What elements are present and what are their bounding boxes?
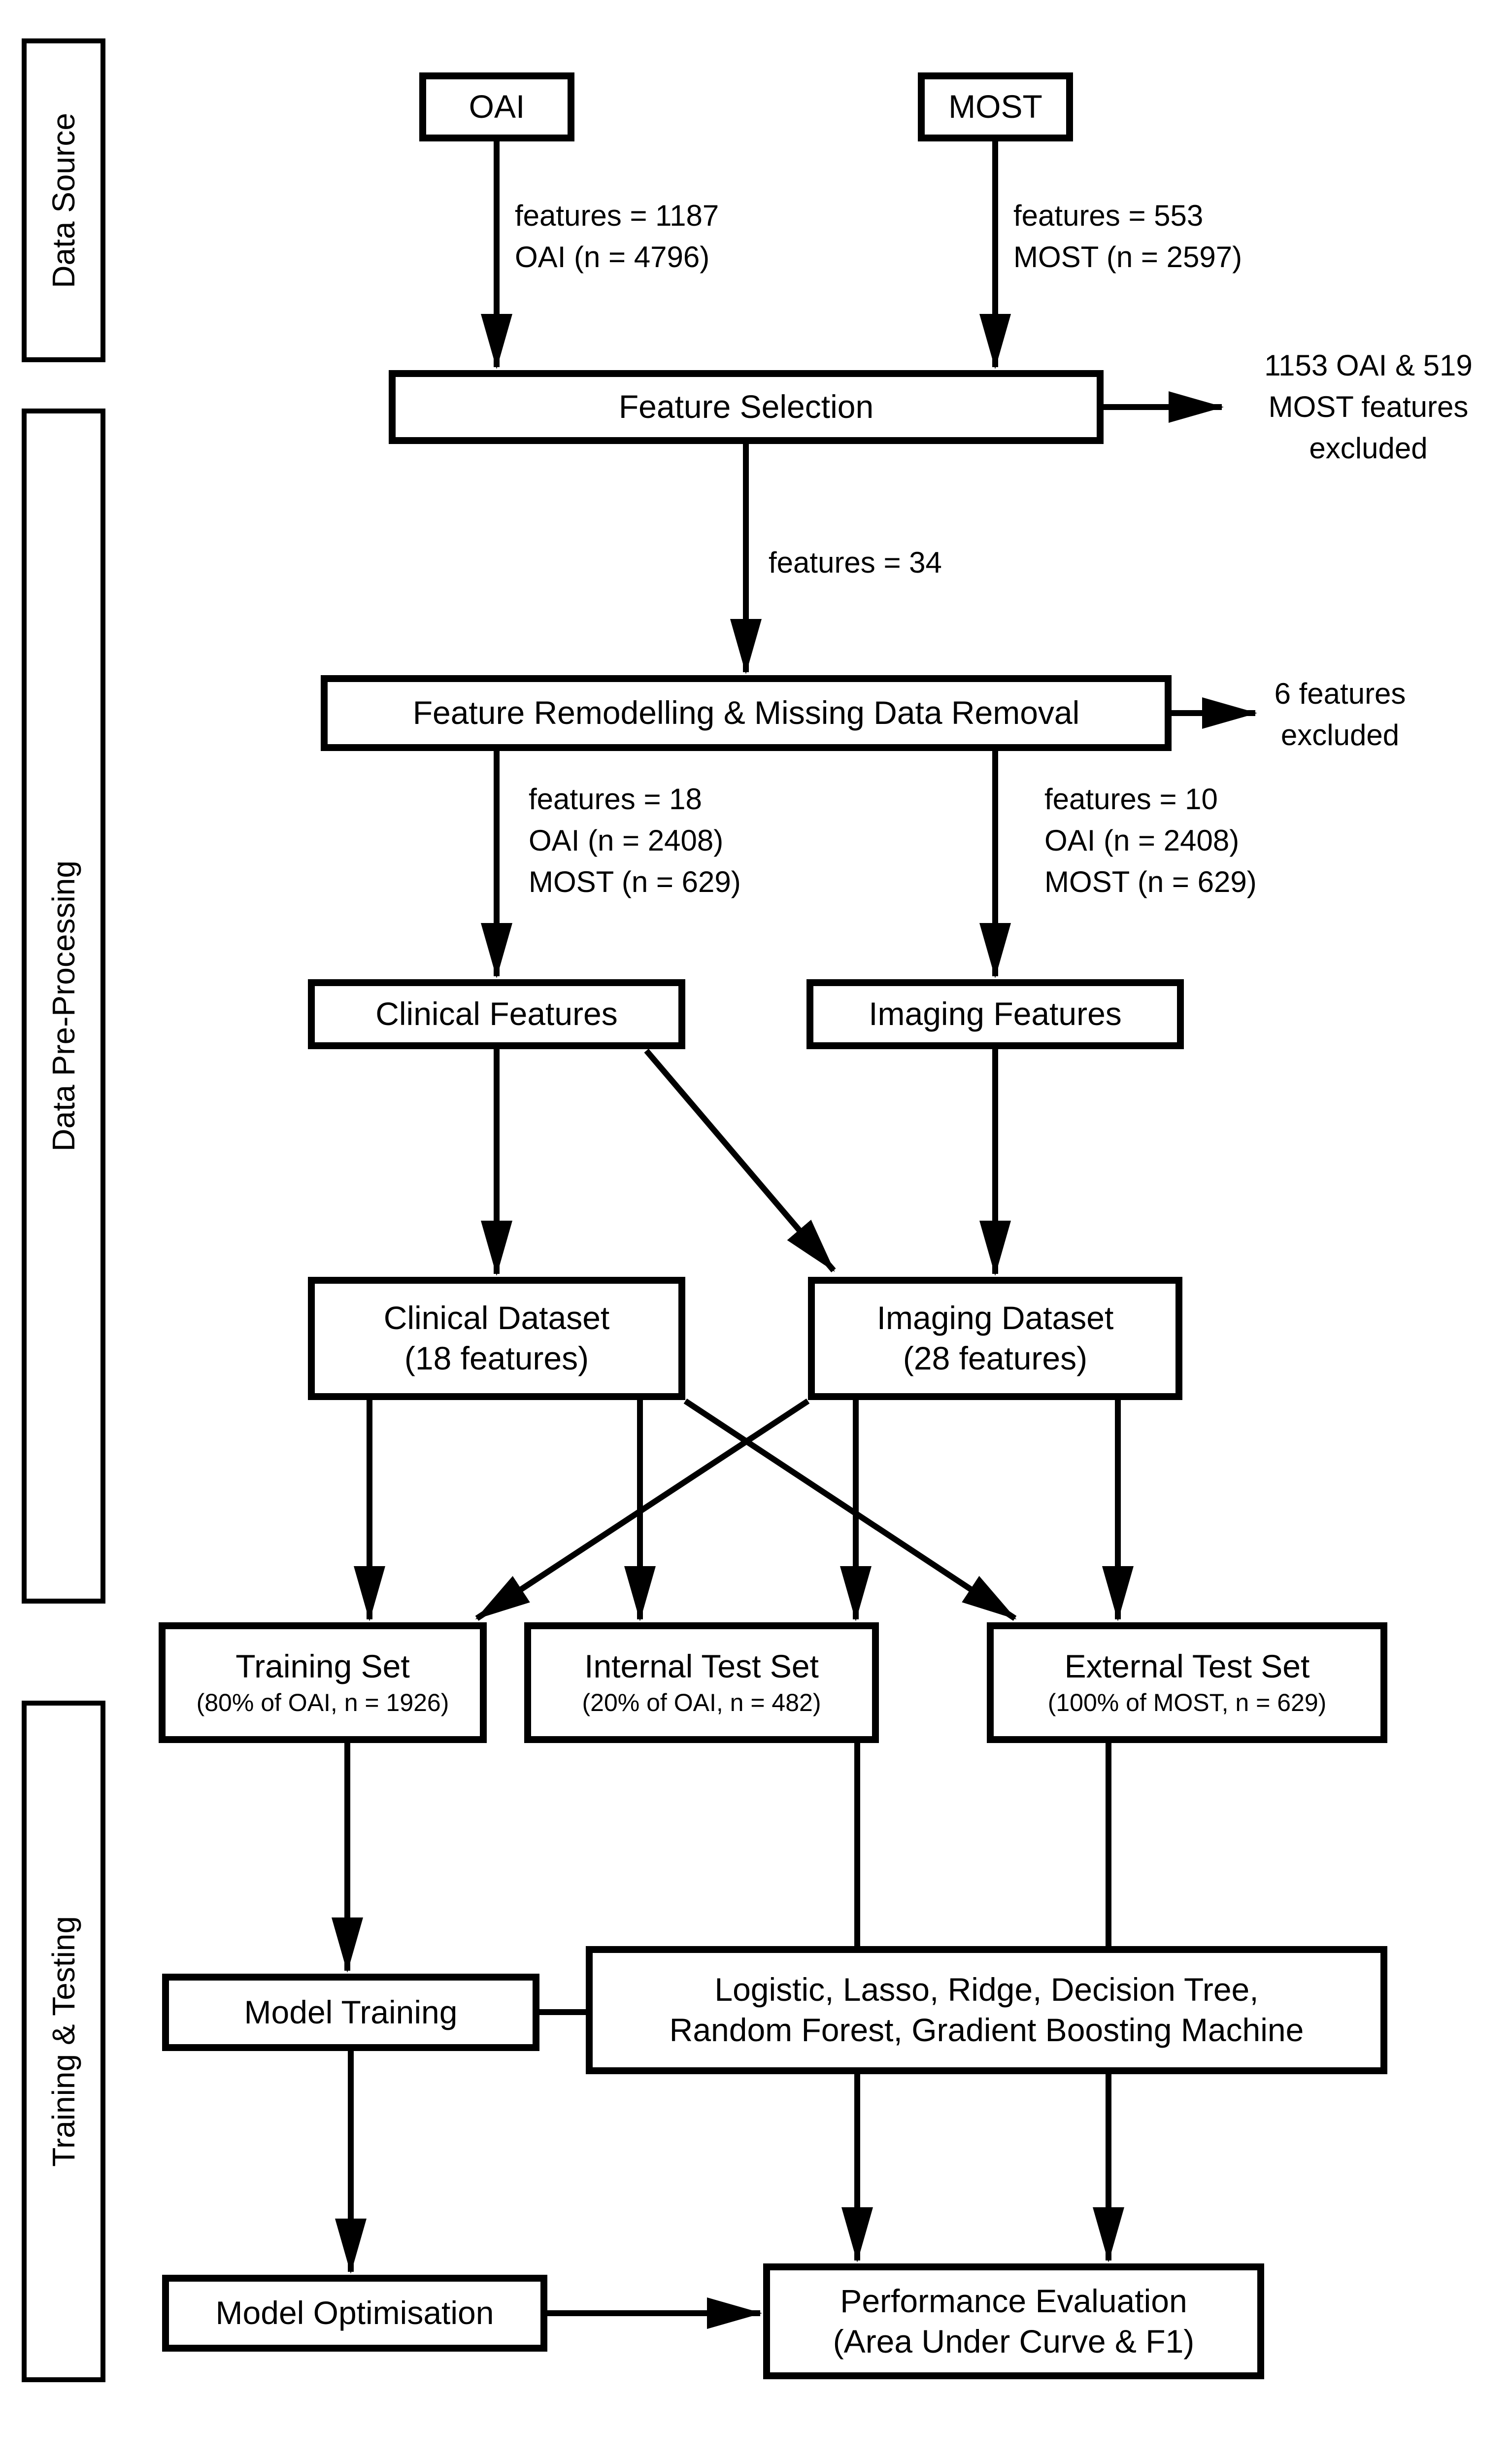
edge-label-clinical-branch-line2: OAI (n = 2408): [529, 824, 724, 857]
node-clinical-features-label: Clinical Features: [375, 995, 618, 1032]
edge-label-imaging-branch-line3: MOST (n = 629): [1044, 865, 1257, 898]
edge-label-remodelling-excluded-line1: 6 features: [1274, 677, 1406, 710]
edge-label-oai-input-line1: features = 1187: [515, 199, 719, 232]
node-internal-test-set: Internal Test Set (20% of OAI, n = 482): [524, 1622, 879, 1743]
edge-label-remodelling-excluded-line2: excluded: [1280, 719, 1400, 752]
edge-label-oai-input-line2: OAI (n = 4796): [515, 240, 710, 274]
node-feature-remodelling: Feature Remodelling & Missing Data Remov…: [321, 675, 1172, 751]
stage-label-data-source: Data Source: [46, 112, 81, 288]
node-algorithms: Logistic, Lasso, Ridge, Decision Tree, R…: [586, 1946, 1387, 2074]
node-imaging-dataset-sublabel: (28 features): [903, 1340, 1088, 1376]
edge-label-remodelling-excluded: 6 features excluded: [1222, 673, 1458, 756]
node-model-optimisation: Model Optimisation: [162, 2275, 547, 2352]
node-model-training-label: Model Training: [244, 1993, 458, 2030]
edge-label-selection-excluded-line1: 1153 OAI & 519: [1264, 349, 1473, 382]
node-performance-evaluation-sublabel: (Area Under Curve & F1): [833, 2323, 1195, 2360]
node-model-training: Model Training: [162, 1974, 539, 2051]
node-training-set-label: Training Set: [235, 1648, 410, 1685]
arrow-imaging-dataset-to-training-set: [475, 1398, 810, 1621]
edge-label-oai-input: features = 1187 OAI (n = 4796): [515, 195, 719, 278]
node-feature-selection: Feature Selection: [389, 370, 1104, 444]
node-performance-evaluation: Performance Evaluation (Area Under Curve…: [763, 2263, 1264, 2379]
node-external-test-set-label: External Test Set: [1064, 1648, 1310, 1685]
edge-label-selected-features: features = 34: [769, 546, 942, 579]
edge-label-selection-excluded-line2: MOST features: [1268, 390, 1469, 423]
node-performance-evaluation-label: Performance Evaluation: [840, 2282, 1187, 2319]
edge-label-selection-excluded-line3: excluded: [1309, 432, 1428, 465]
node-feature-selection-label: Feature Selection: [618, 388, 874, 425]
edge-label-imaging-branch-line2: OAI (n = 2408): [1044, 824, 1240, 857]
node-clinical-features: Clinical Features: [308, 979, 685, 1049]
node-most: MOST: [918, 72, 1073, 141]
arrow-clinical-features-to-imaging-dataset: [644, 1049, 836, 1272]
node-external-test-set-sublabel: (100% of MOST, n = 629): [1047, 1688, 1327, 1716]
stage-box-data-source: Data Source: [22, 38, 105, 362]
node-internal-test-set-label: Internal Test Set: [584, 1648, 819, 1685]
node-clinical-dataset-label: Clinical Dataset: [383, 1300, 610, 1336]
node-imaging-dataset-label: Imaging Dataset: [876, 1300, 1114, 1336]
node-training-set-sublabel: (80% of OAI, n = 1926): [196, 1688, 449, 1716]
edge-label-clinical-branch: features = 18 OAI (n = 2408) MOST (n = 6…: [529, 779, 741, 903]
node-imaging-dataset: Imaging Dataset (28 features): [808, 1277, 1182, 1400]
node-feature-remodelling-label: Feature Remodelling & Missing Data Remov…: [412, 694, 1080, 731]
node-model-optimisation-label: Model Optimisation: [215, 2294, 494, 2331]
edge-label-imaging-branch-line1: features = 10: [1044, 783, 1218, 816]
node-clinical-dataset-sublabel: (18 features): [404, 1340, 589, 1376]
node-training-set: Training Set (80% of OAI, n = 1926): [159, 1622, 487, 1743]
edge-label-clinical-branch-line3: MOST (n = 629): [529, 865, 741, 898]
edge-label-clinical-branch-line1: features = 18: [529, 783, 702, 816]
edge-label-most-input-line2: MOST (n = 2597): [1013, 240, 1242, 274]
stage-box-data-preprocessing: Data Pre-Processing: [22, 409, 105, 1604]
edge-label-most-input: features = 553 MOST (n = 2597): [1013, 195, 1242, 278]
edge-label-selection-excluded: 1153 OAI & 519 MOST features excluded: [1227, 345, 1510, 469]
stage-label-data-preprocessing: Data Pre-Processing: [46, 860, 81, 1152]
stage-box-training-testing: Training & Testing: [22, 1701, 105, 2382]
node-imaging-features: Imaging Features: [806, 979, 1184, 1049]
edge-label-imaging-branch: features = 10 OAI (n = 2408) MOST (n = 6…: [1044, 779, 1257, 903]
node-algorithms-line2: Random Forest, Gradient Boosting Machine: [669, 2012, 1304, 2048]
node-most-label: MOST: [948, 88, 1042, 125]
node-imaging-features-label: Imaging Features: [869, 995, 1122, 1032]
node-algorithms-line1: Logistic, Lasso, Ridge, Decision Tree,: [714, 1971, 1259, 2008]
node-oai-label: OAI: [469, 88, 525, 125]
node-internal-test-set-sublabel: (20% of OAI, n = 482): [582, 1688, 821, 1716]
stage-label-training-testing: Training & Testing: [46, 1916, 81, 2167]
node-oai: OAI: [419, 72, 574, 141]
edge-label-most-input-line1: features = 553: [1013, 199, 1204, 232]
node-external-test-set: External Test Set (100% of MOST, n = 629…: [987, 1622, 1387, 1743]
arrow-clinical-dataset-to-external-test-set: [683, 1398, 1017, 1621]
node-clinical-dataset: Clinical Dataset (18 features): [308, 1277, 685, 1400]
